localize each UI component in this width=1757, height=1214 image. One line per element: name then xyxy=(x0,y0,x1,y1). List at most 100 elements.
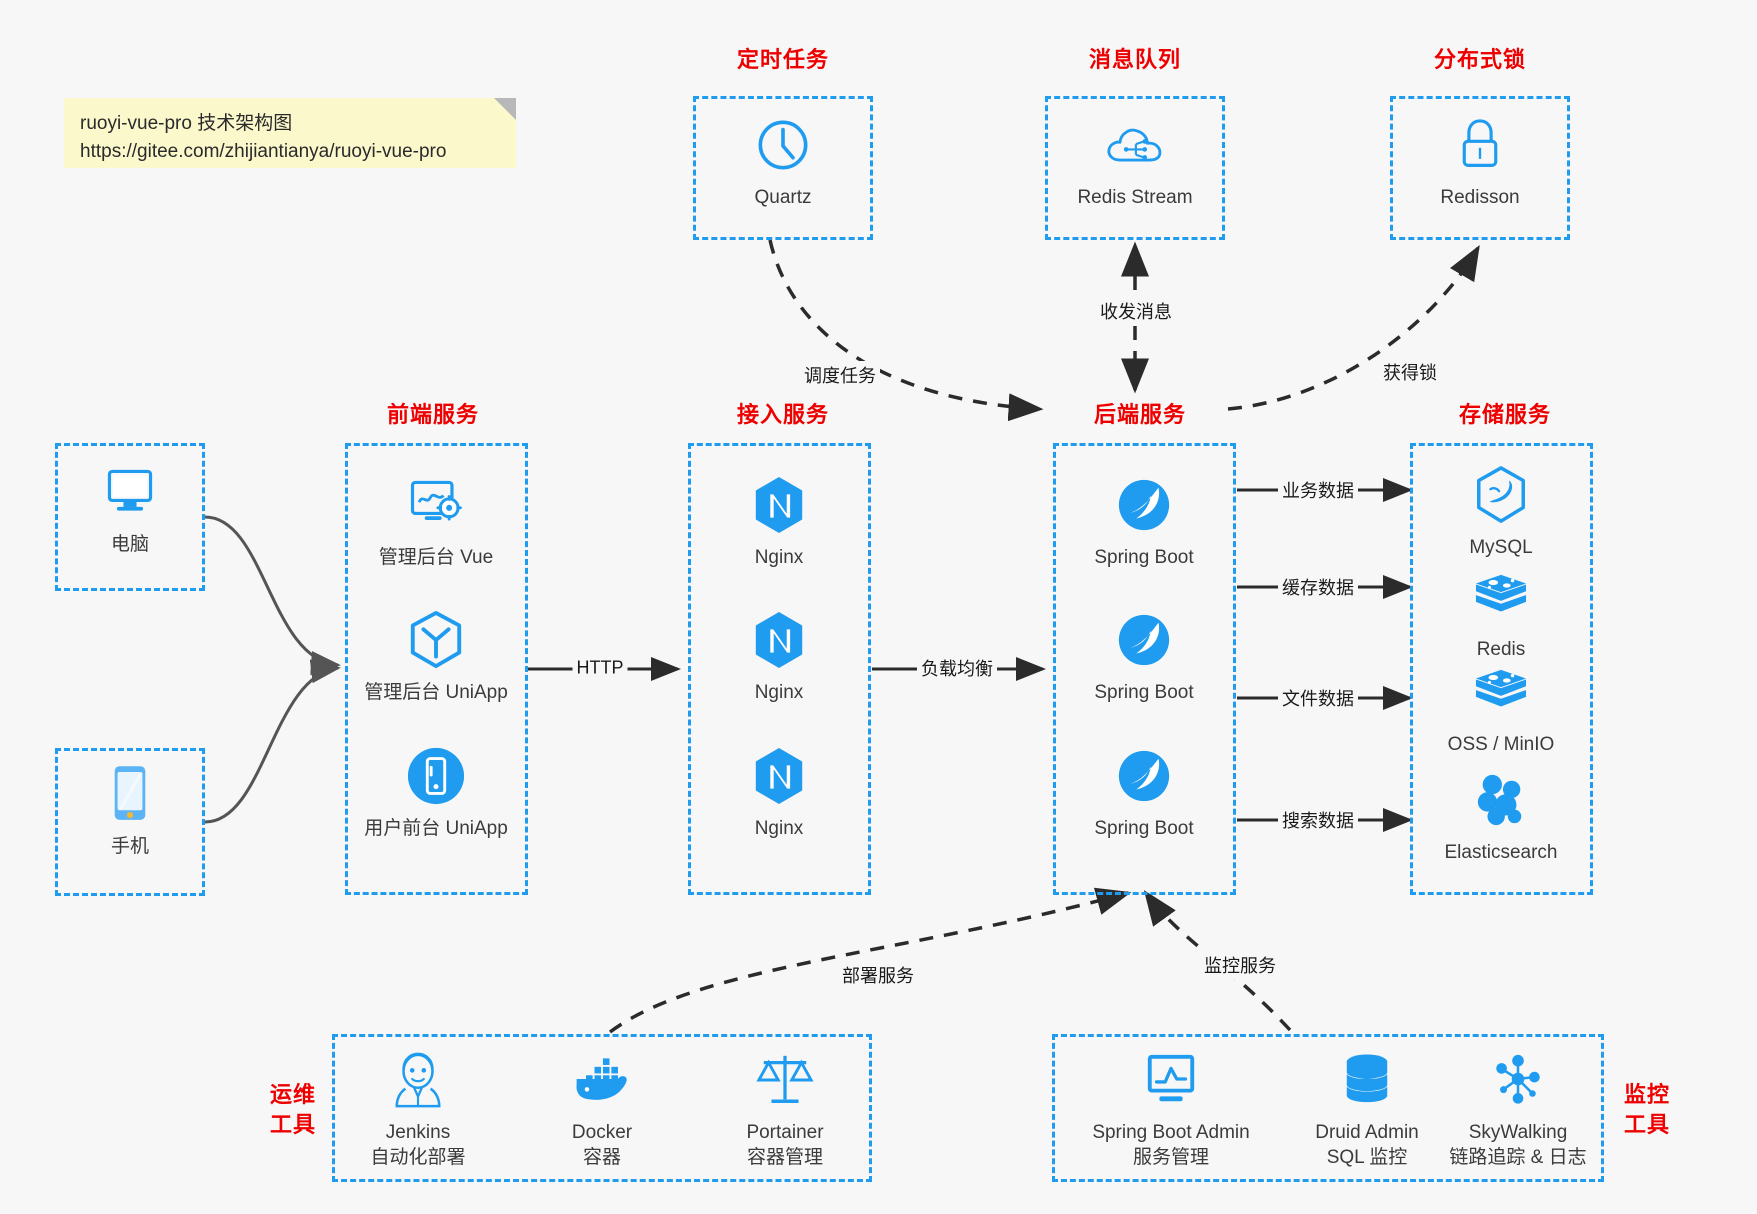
jenkins-butler-icon xyxy=(343,1048,493,1112)
group-box-devops xyxy=(332,1034,872,1182)
group-title-frontend: 前端服务 xyxy=(386,402,479,427)
hexagon-cube-icon xyxy=(361,608,511,672)
node-label: 用户前台 UniApp xyxy=(364,818,508,839)
node-label: 管理后台 UniApp xyxy=(364,682,508,703)
node-sublabel: 容器管理 xyxy=(746,1147,823,1168)
node-phone[interactable]: 手机 xyxy=(55,762,205,859)
node-label: Nginx xyxy=(754,682,804,703)
group-box-phone xyxy=(55,748,205,896)
edge-label-file-data: 文件数据 xyxy=(1278,684,1358,712)
node-spring-boot-admin[interactable]: Spring Boot Admin 服务管理 xyxy=(1076,1048,1266,1171)
node-admin-uniapp[interactable]: 管理后台 UniApp xyxy=(361,608,511,705)
note-url: https://gitee.com/zhijiantianya/ruoyi-vu… xyxy=(80,141,447,162)
node-label: OSS / MinIO xyxy=(1447,734,1555,755)
node-label: Docker xyxy=(571,1122,633,1143)
node-sublabel: SQL 监控 xyxy=(1326,1147,1408,1168)
group-box-frontend xyxy=(345,443,528,895)
note-title: ruoyi-vue-pro 技术架构图 xyxy=(80,113,293,134)
node-admin-vue[interactable]: 管理后台 Vue xyxy=(361,473,511,570)
edge-label-monitor-service: 监控服务 xyxy=(1200,951,1280,979)
group-box-mq xyxy=(1045,96,1225,240)
group-box-lock xyxy=(1390,96,1570,240)
node-label: Spring Boot xyxy=(1094,818,1194,839)
node-label: Redisson xyxy=(1440,187,1520,208)
group-title-scheduler: 定时任务 xyxy=(736,47,829,72)
node-jenkins[interactable]: Jenkins 自动化部署 xyxy=(343,1048,493,1171)
node-docker[interactable]: Docker 容器 xyxy=(527,1048,677,1171)
dashboard-gear-icon xyxy=(361,473,511,537)
node-skywalking[interactable]: SkyWalking 链路追踪 & 日志 xyxy=(1438,1048,1598,1171)
group-box-computer xyxy=(55,443,205,591)
edge-label-load-balance: 负载均衡 xyxy=(917,654,997,682)
smartphone-icon xyxy=(55,762,205,826)
group-title-devops-line2: 工具 xyxy=(269,1112,316,1137)
edge-label-business-data: 业务数据 xyxy=(1278,476,1358,504)
node-spring-boot-3[interactable]: Spring Boot xyxy=(1069,744,1219,841)
group-title-mq: 消息队列 xyxy=(1088,47,1181,72)
node-label: Quartz xyxy=(754,187,812,208)
node-spring-boot-2[interactable]: Spring Boot xyxy=(1069,608,1219,705)
node-portainer[interactable]: Portainer 容器管理 xyxy=(710,1048,860,1171)
group-title-lock: 分布式锁 xyxy=(1433,47,1526,72)
node-redis-stream[interactable]: Redis Stream xyxy=(1060,113,1210,210)
spring-leaf-icon xyxy=(1069,744,1219,808)
node-label: Nginx xyxy=(754,547,804,568)
padlock-icon xyxy=(1405,113,1555,177)
edge-label-send-receive-message: 收发消息 xyxy=(1096,297,1176,325)
node-sublabel: 容器 xyxy=(582,1147,621,1168)
chart-monitor-icon xyxy=(1076,1048,1266,1112)
node-oss-minio[interactable]: OSS / MinIO xyxy=(1426,660,1576,757)
group-title-storage: 存储服务 xyxy=(1458,402,1551,427)
edge-label-cache-data: 缓存数据 xyxy=(1278,573,1358,601)
node-label: Druid Admin xyxy=(1315,1122,1419,1143)
node-label: Spring Boot xyxy=(1094,682,1194,703)
node-label: 管理后台 Vue xyxy=(378,547,494,568)
clock-icon xyxy=(708,113,858,177)
elasticsearch-icon xyxy=(1426,768,1576,832)
group-title-monitor: 监控 工具 xyxy=(1612,1080,1682,1140)
diagram-note: ruoyi-vue-pro 技术架构图 https://gitee.com/zh… xyxy=(64,98,516,168)
redis-stack-icon xyxy=(1426,565,1576,629)
edge-label-acquire-lock: 获得锁 xyxy=(1379,358,1441,386)
node-druid-admin[interactable]: Druid Admin SQL 监控 xyxy=(1282,1048,1452,1171)
docker-whale-icon xyxy=(527,1048,677,1112)
node-user-uniapp[interactable]: 用户前台 UniApp xyxy=(361,744,511,841)
network-nodes-icon xyxy=(1438,1048,1598,1112)
node-label: Elasticsearch xyxy=(1444,842,1558,863)
group-box-storage xyxy=(1410,443,1593,895)
node-nginx-3[interactable]: Nginx xyxy=(704,744,854,841)
group-title-gateway: 接入服务 xyxy=(736,402,829,427)
node-label: 电脑 xyxy=(110,534,149,555)
node-label: Redis Stream xyxy=(1077,187,1193,208)
cloud-stream-icon xyxy=(1060,113,1210,177)
edge-label-http: HTTP xyxy=(572,656,628,680)
node-label: Spring Boot xyxy=(1094,547,1194,568)
mobile-circle-icon xyxy=(361,744,511,808)
node-sublabel: 链路追踪 & 日志 xyxy=(1449,1147,1587,1168)
edge-computer-to-frontend xyxy=(204,515,341,675)
node-redisson[interactable]: Redisson xyxy=(1405,113,1555,210)
spring-leaf-icon xyxy=(1069,473,1219,537)
node-quartz[interactable]: Quartz xyxy=(708,113,858,210)
group-box-scheduler xyxy=(693,96,873,240)
node-computer[interactable]: 电脑 xyxy=(55,460,205,557)
node-nginx-2[interactable]: Nginx xyxy=(704,608,854,705)
node-label: Portainer xyxy=(746,1122,824,1143)
database-icon xyxy=(1282,1048,1452,1112)
nginx-icon xyxy=(704,473,854,537)
node-spring-boot-1[interactable]: Spring Boot xyxy=(1069,473,1219,570)
edge-label-deploy-service: 部署服务 xyxy=(838,961,918,989)
group-box-monitor xyxy=(1052,1034,1604,1182)
edge-label-schedule-task: 调度任务 xyxy=(800,361,880,389)
node-label: 手机 xyxy=(110,836,149,857)
node-mysql[interactable]: MySQL xyxy=(1426,463,1576,560)
spring-leaf-icon xyxy=(1069,608,1219,672)
monitor-icon xyxy=(55,460,205,524)
node-elasticsearch[interactable]: Elasticsearch xyxy=(1426,768,1576,865)
node-redis[interactable]: Redis xyxy=(1426,565,1576,662)
redis-stack-icon xyxy=(1426,660,1576,724)
node-nginx-1[interactable]: Nginx xyxy=(704,473,854,570)
node-label: MySQL xyxy=(1469,537,1533,558)
node-label: Jenkins xyxy=(385,1122,451,1143)
